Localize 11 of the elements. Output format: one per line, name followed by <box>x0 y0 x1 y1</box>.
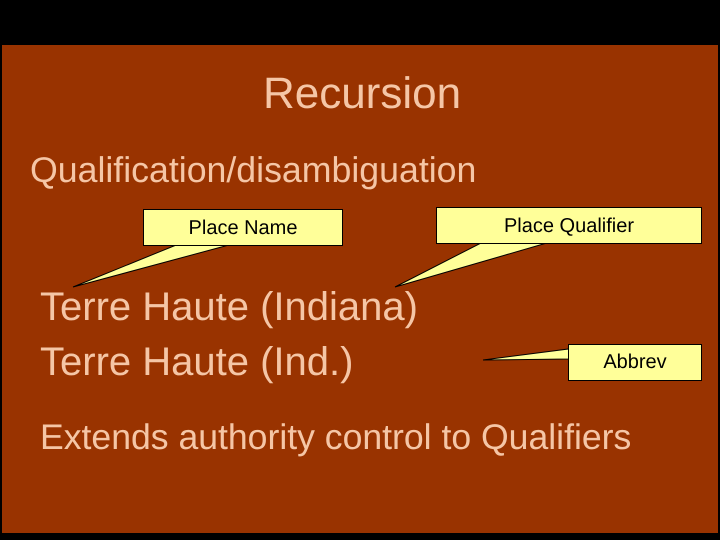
summary-text: Extends authority control to Qualifiers <box>40 420 632 456</box>
callout-pointer <box>482 348 569 360</box>
example-text: Terre Haute (Ind.) <box>40 342 354 382</box>
subtitle-text: Qualification/disambiguation <box>30 153 476 189</box>
callout-pointer <box>394 243 546 288</box>
slide-title: Recursion <box>262 72 462 116</box>
example-text: Terre Haute (Indiana) <box>40 287 418 327</box>
callout-box: Abbrev <box>568 344 702 381</box>
callout-pointer <box>72 245 228 288</box>
callout-box: Place Qualifier <box>436 207 702 244</box>
callout-box: Place Name <box>143 209 343 246</box>
